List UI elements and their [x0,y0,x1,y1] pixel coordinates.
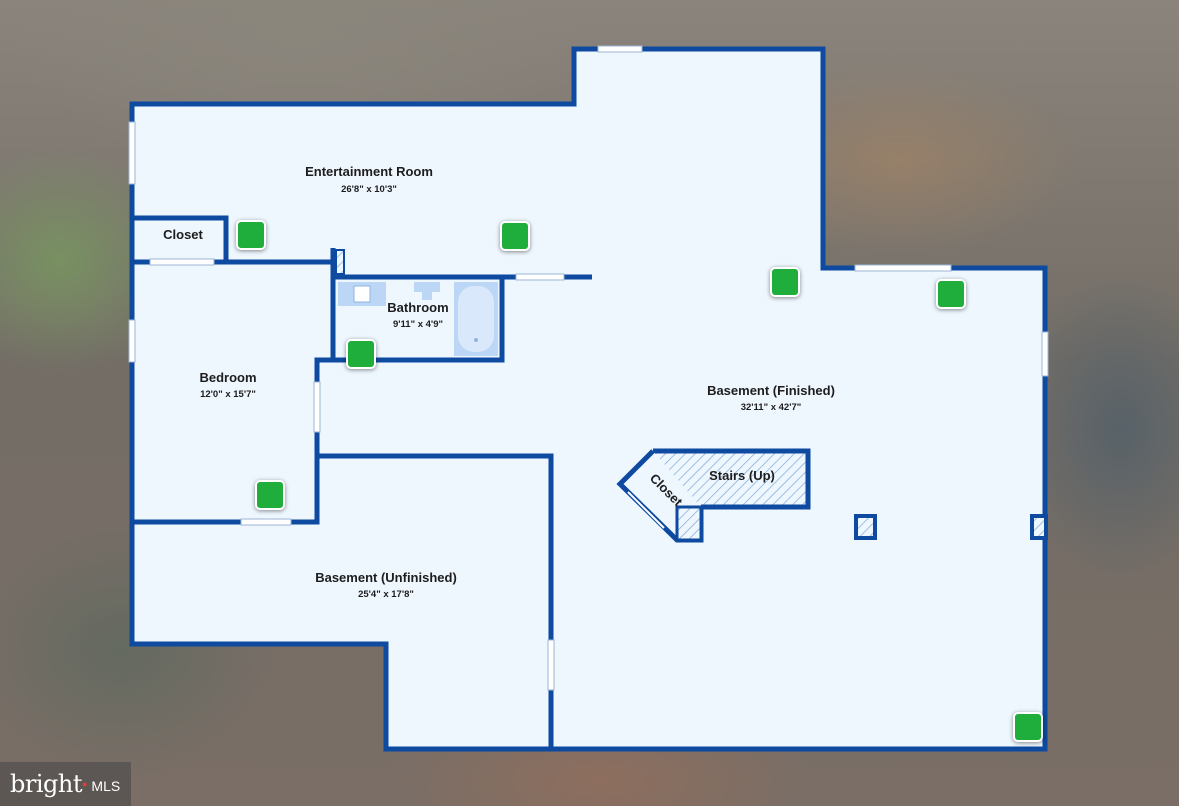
photo-marker-3[interactable] [770,267,800,297]
logo-suffix: MLS [91,778,121,794]
window-openings [128,45,1049,691]
photo-marker-7[interactable] [1013,712,1043,742]
bright-mls-logo: bright● MLS [0,762,131,806]
bathroom-fixtures [335,249,498,356]
outer-wall [129,46,1048,752]
stairs-area [616,448,811,543]
photo-marker-4[interactable] [936,279,966,309]
closet-top-name: Closet [163,227,203,242]
floor-fill [132,49,1045,749]
photo-marker-1[interactable] [236,220,266,250]
bathroom-dims: 9'11" x 4'9" [393,319,443,330]
logo-brand: bright [10,770,82,798]
stairs-name: Stairs (Up) [709,468,775,483]
logo-dot-icon: ● [81,779,88,789]
support-columns [854,514,1048,540]
bedroom-dims: 12'0" x 15'7" [200,389,256,400]
photo-marker-6[interactable] [255,480,285,510]
entertainment-room-dims: 26'8" x 10'3" [341,184,397,195]
toilet [414,282,440,292]
basement-unfinished-dims: 25'4" x 17'8" [358,589,414,600]
basement-finished-dims: 32'11" x 42'7" [741,402,802,413]
bedroom-name: Bedroom [199,370,256,385]
bathroom-name: Bathroom [387,300,448,315]
basement-unfinished-name: Basement (Unfinished) [315,570,457,585]
photo-marker-5[interactable] [346,339,376,369]
room-labels: Entertainment Room 26'8" x 10'3" Closet … [163,164,835,600]
photo-marker-2[interactable] [500,221,530,251]
entertainment-room-name: Entertainment Room [305,164,433,179]
basement-finished-name: Basement (Finished) [707,383,835,398]
